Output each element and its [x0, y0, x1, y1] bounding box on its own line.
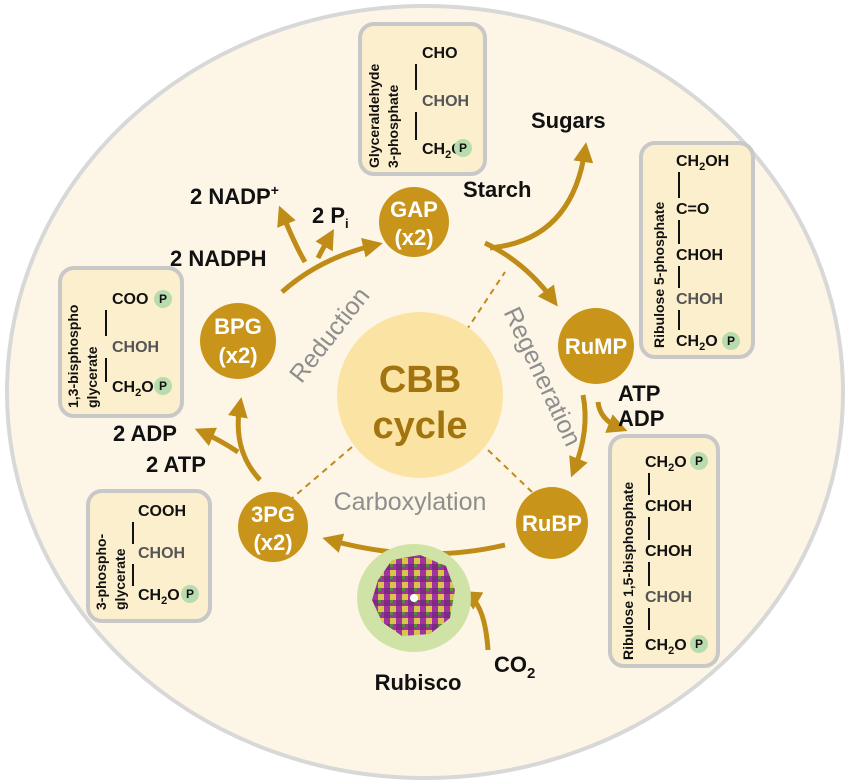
node-gap [379, 187, 449, 257]
svg-text:COO: COO [112, 291, 148, 308]
svg-text:CHOH: CHOH [645, 498, 692, 515]
svg-text:C=O: C=O [676, 201, 709, 218]
label-nadph: 2 NADPH [170, 246, 267, 271]
svg-text:P: P [186, 587, 194, 601]
svg-text:CH2O: CH2O [645, 637, 687, 657]
node-gap-count: (x2) [394, 225, 433, 250]
svg-text:CHOH: CHOH [422, 93, 469, 110]
svg-text:CH2O: CH2O [645, 454, 687, 474]
node-bpg-label: BPG [214, 314, 262, 339]
label-atp: ATP [618, 381, 660, 406]
label-co2: CO2 [494, 652, 535, 682]
svg-text:CH2O: CH2O [676, 333, 718, 353]
svg-text:CH2OH: CH2OH [676, 153, 729, 173]
label-rubisco: Rubisco [375, 670, 462, 695]
svg-text:P: P [695, 454, 703, 468]
svg-text:CHOH: CHOH [645, 589, 692, 606]
node-bpg-count: (x2) [218, 343, 257, 368]
spoke-carboxylation-left [289, 446, 353, 501]
svg-text:CHO: CHO [422, 45, 458, 62]
svg-text:P: P [695, 637, 703, 651]
svg-text:Ribulose 1,5-bisphosphate: Ribulose 1,5-bisphosphate [620, 482, 636, 660]
molecule-box-rubp: Ribulose 1,5-bisphosphate CH2O P CHOH CH… [608, 434, 720, 668]
svg-text:CHOH: CHOH [112, 339, 159, 356]
rubisco-illustration [357, 544, 471, 652]
arrow-adp-out [194, 427, 240, 455]
molecule-box-3pg: 3-phospho- glycerate COOH CHOH CH2O P [86, 489, 212, 623]
arrow-rump-to-rubp [569, 394, 588, 478]
svg-text:CH2O: CH2O [112, 379, 154, 399]
node-rubp [516, 487, 588, 559]
svg-text:CHOH: CHOH [138, 545, 185, 562]
label-sugars: Sugars [531, 108, 606, 133]
node-3pg-count: (x2) [253, 530, 292, 555]
svg-text:P: P [727, 334, 735, 348]
center-subtitle: cycle [372, 405, 467, 447]
svg-text:glycerate: glycerate [84, 346, 100, 408]
arrow-bpg-to-gap [280, 238, 383, 294]
svg-text:Glyceraldehyde: Glyceraldehyde [366, 64, 382, 168]
svg-text:CHOH: CHOH [676, 291, 723, 308]
arrow-nadp-out [277, 205, 308, 264]
svg-text:COOH: COOH [138, 503, 186, 520]
node-rump [558, 308, 634, 384]
label-adp: ADP [618, 406, 664, 431]
molecule-box-ru5p: Ribulose 5-phosphate CH2OH C=O CHOH CHOH… [639, 141, 755, 359]
label-pi: 2 Pi [312, 203, 349, 231]
svg-text:P: P [459, 141, 467, 155]
label-nadp-plus: 2 NADP+ [190, 182, 279, 209]
node-bpg [200, 303, 276, 379]
arrow-3pg-to-bpg [228, 397, 262, 482]
label-atp-2: 2 ATP [146, 452, 206, 477]
center-title: CBB [379, 359, 461, 401]
phase-carboxylation: Carboxylation [334, 488, 487, 516]
svg-text:CH2O: CH2O [138, 587, 180, 607]
svg-text:P: P [159, 292, 167, 306]
node-rump-label: RuMP [565, 334, 627, 359]
svg-text:3-phospho-: 3-phospho- [93, 533, 109, 610]
label-adp-2: 2 ADP [113, 421, 177, 446]
arrow-pi-out [315, 229, 334, 260]
svg-text:3-phosphate: 3-phosphate [385, 85, 401, 168]
svg-text:1,3-bisphospho: 1,3-bisphospho [65, 305, 81, 408]
node-gap-label: GAP [390, 197, 438, 222]
svg-text:P: P [159, 379, 167, 393]
center-circle [337, 312, 503, 478]
svg-text:CHOH: CHOH [645, 543, 692, 560]
label-starch: Starch [463, 177, 531, 202]
node-3pg-label: 3PG [251, 502, 295, 527]
svg-text:CHOH: CHOH [676, 247, 723, 264]
node-rubp-label: RuBP [522, 511, 582, 536]
arrow-to-sugars [489, 142, 594, 251]
molecule-box-bpg: 1,3-bisphospho glycerate COO P CHOH CH2O… [58, 266, 184, 418]
molecule-box-gap: Glyceraldehyde 3-phosphate CHO CHOH CH2O… [358, 22, 487, 176]
svg-text:glycerate: glycerate [112, 548, 128, 610]
svg-text:Ribulose 5-phosphate: Ribulose 5-phosphate [651, 202, 667, 348]
node-3pg [238, 492, 308, 562]
arrow-atp-out [595, 401, 628, 433]
